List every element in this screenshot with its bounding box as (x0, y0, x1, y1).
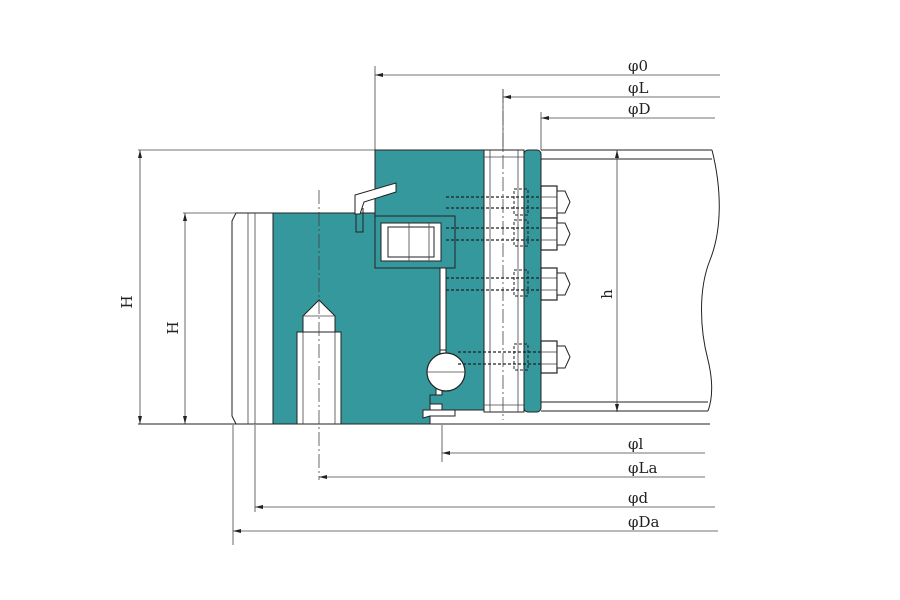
mounting-structure: h (541, 149, 720, 412)
label-total-height: H (118, 295, 136, 308)
label-gear-height: h (598, 289, 616, 299)
inner-ring-gear-teeth (231, 212, 274, 425)
dimension-line-outer-ring-inner: φD (541, 100, 715, 120)
label-inner-ring-outer: φl (628, 435, 644, 453)
label-gear-diameter: φDa (628, 513, 660, 531)
bolt-4 (458, 340, 571, 374)
label-outer-ring-inner: φD (628, 100, 651, 118)
label-inner-height: H (164, 321, 182, 334)
ball (426, 352, 466, 392)
ring-gap (354, 182, 456, 351)
label-bolt-circle-outer: φL (628, 79, 649, 97)
bolt-3 (446, 267, 571, 301)
label-inner-diameter: φd (628, 489, 649, 507)
bottom-seal (422, 409, 456, 419)
label-outer-diameter: φ0 (628, 57, 648, 75)
dimension-line-bolt-circle-outer: φL (503, 79, 720, 99)
dimension-line-gear-diameter: φDa (233, 513, 718, 533)
label-bolt-circle-inner: φLa (628, 459, 657, 477)
dimension-line-bolt-circle-inner: φLa (319, 459, 705, 479)
bolt-2 (446, 217, 571, 251)
roller (380, 222, 442, 262)
dimension-line-inner-diameter: φd (255, 489, 715, 509)
outer-ring-flange (483, 149, 542, 413)
dimension-line-inner-ring-outer: φl (442, 435, 705, 455)
dimension-line-outer-diameter: φ0 (375, 57, 720, 77)
dimension-total-height: H (118, 149, 375, 424)
dimension-inner-height: H (164, 212, 236, 424)
